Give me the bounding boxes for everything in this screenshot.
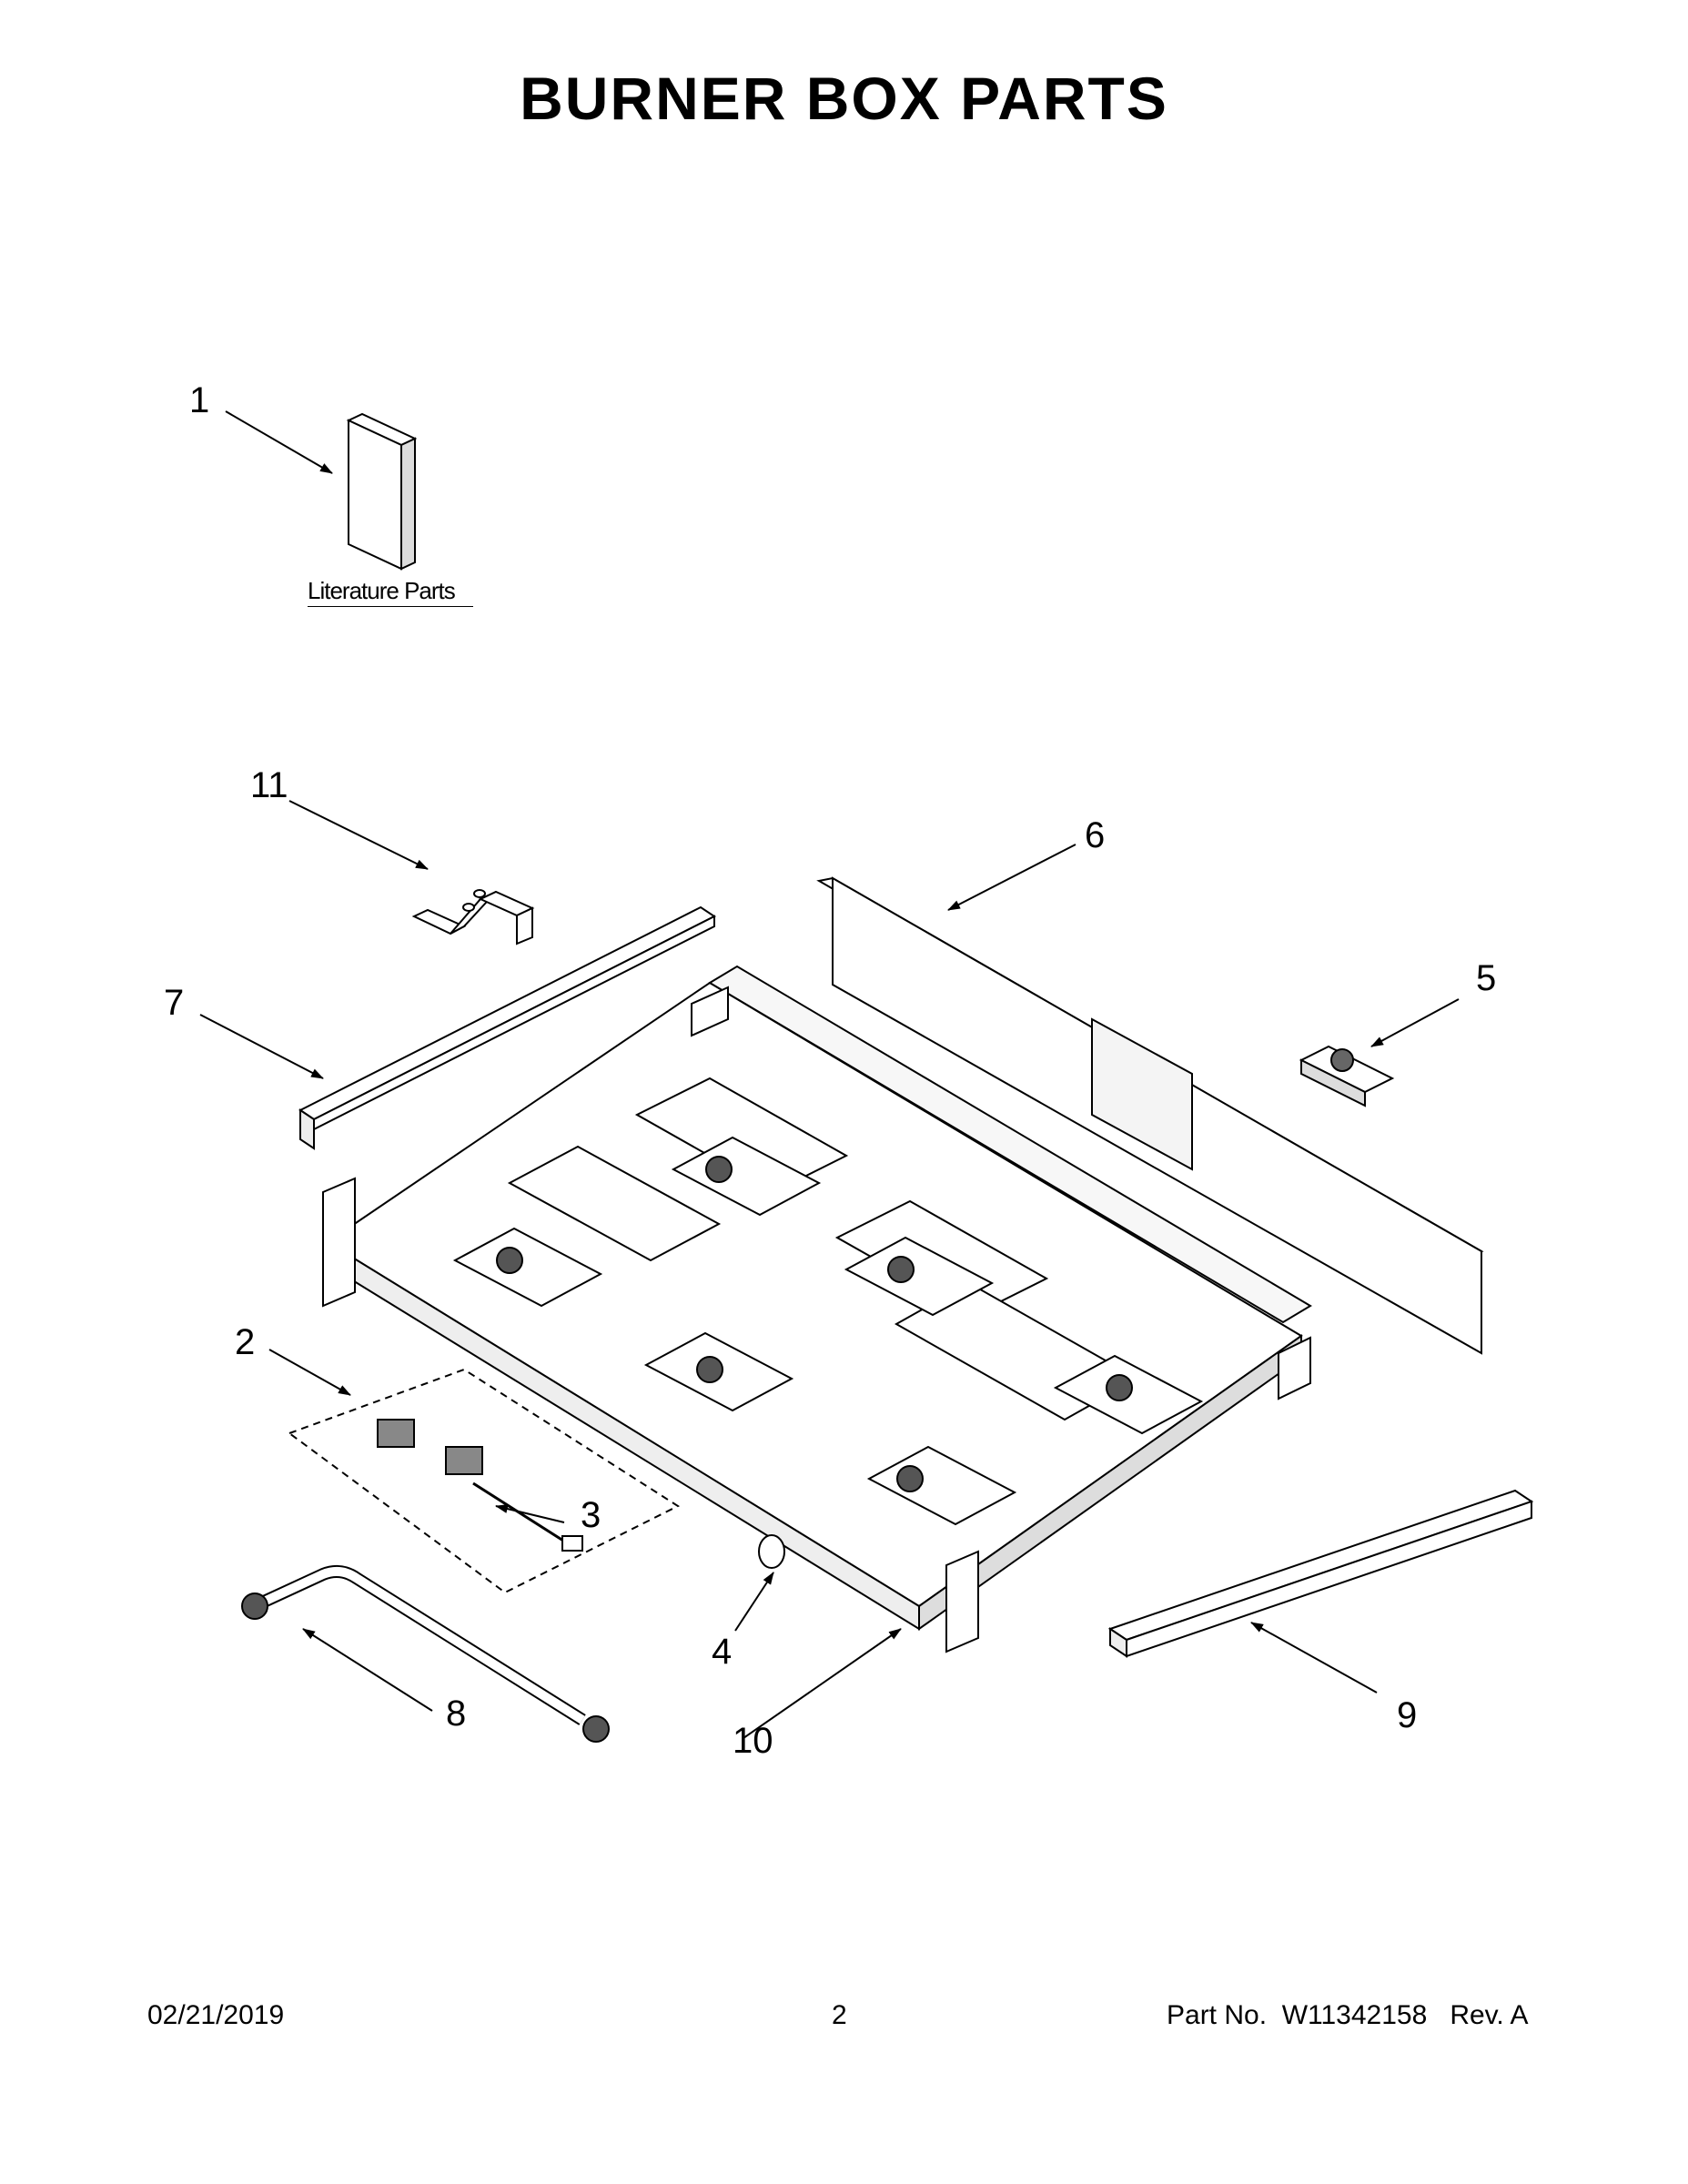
- footer-part-label: Part No.: [1167, 2000, 1268, 2030]
- valve-harness-group: [287, 1368, 681, 1594]
- footer-part-number: Part No. W11342158 Rev. A: [1167, 2000, 1528, 2031]
- callout-3: 3: [581, 1495, 601, 1535]
- gas-pipe: [241, 1564, 610, 1743]
- literature-booklet: [346, 412, 418, 571]
- footer-revision: Rev. A: [1450, 2000, 1529, 2030]
- back-panel: [816, 876, 1484, 1355]
- burner-box-tray: [322, 965, 1312, 1653]
- footer-part-value: W11342158: [1281, 2000, 1428, 2030]
- callout-2: 2: [235, 1322, 256, 1362]
- callout-7: 7: [164, 983, 185, 1023]
- callout-5: 5: [1476, 958, 1497, 998]
- callout-6: 6: [1085, 815, 1106, 855]
- bracket-part: [411, 889, 535, 945]
- callout-11: 11: [250, 765, 288, 805]
- footer-date: 02/21/2019: [147, 2000, 285, 2030]
- callout-4: 4: [712, 1632, 733, 1672]
- left-trim-strip: [298, 905, 716, 1150]
- callout-10: 10: [733, 1721, 773, 1761]
- right-trim-strip: [1107, 1489, 1534, 1658]
- footer-page-number: 2: [832, 2000, 847, 2030]
- page-title: BURNER BOX PARTS: [520, 65, 1168, 132]
- leader-arrows: [199, 410, 1460, 1739]
- ignition-module: [1299, 1045, 1395, 1107]
- callout-1: 1: [189, 380, 210, 420]
- literature-parts-label: Literature Parts: [308, 577, 456, 604]
- callout-8: 8: [446, 1694, 467, 1734]
- literature-label-underline: [308, 606, 473, 607]
- callout-9: 9: [1397, 1695, 1418, 1735]
